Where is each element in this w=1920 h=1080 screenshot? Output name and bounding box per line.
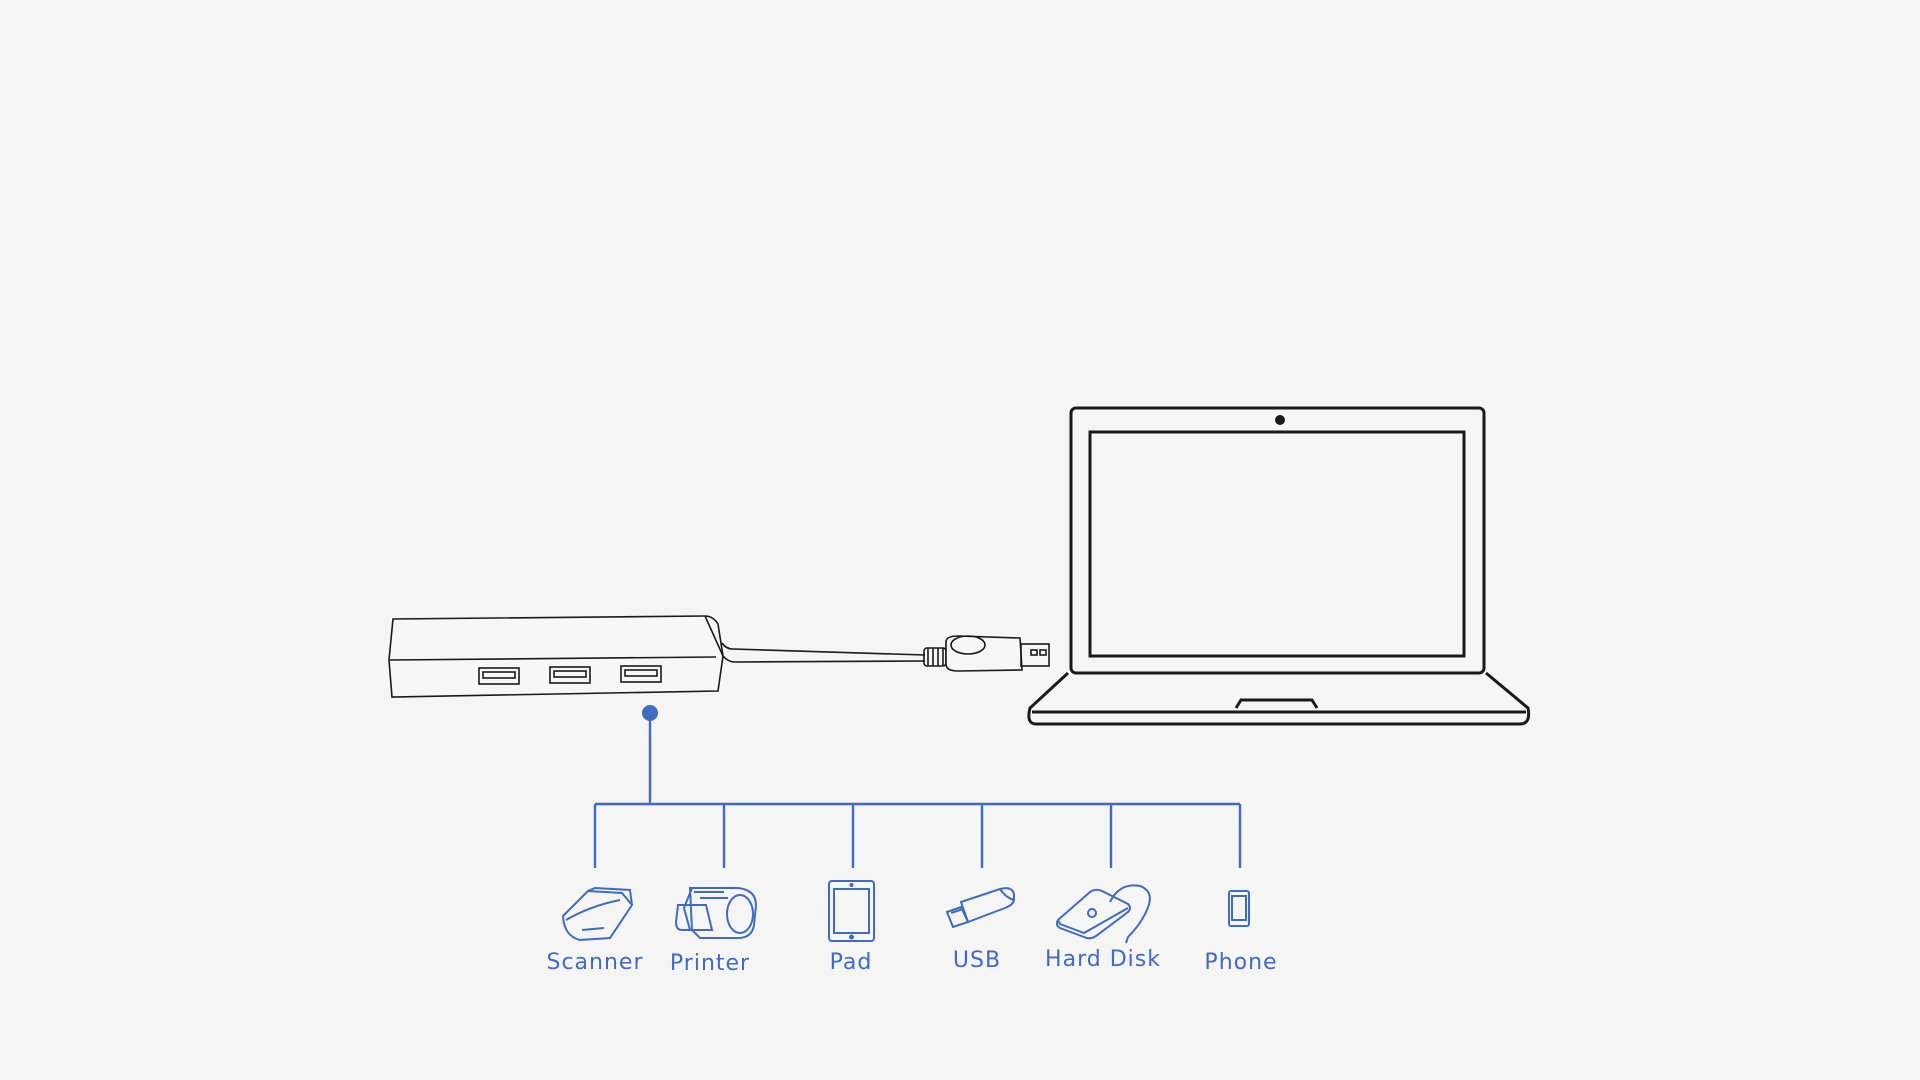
scanner-icon bbox=[561, 886, 634, 942]
tablet-icon bbox=[828, 880, 875, 942]
usb-hub-icon bbox=[388, 615, 724, 698]
connector-tree bbox=[593, 705, 1242, 868]
usb-a-plug-icon bbox=[721, 635, 1050, 672]
printer-icon bbox=[674, 887, 758, 939]
phone-icon bbox=[1228, 890, 1250, 927]
hub-port bbox=[478, 667, 520, 685]
device-label-pad: Pad bbox=[829, 950, 873, 975]
device-label-phone: Phone bbox=[1204, 950, 1278, 975]
device-label-scanner: Scanner bbox=[546, 950, 644, 975]
hub-port bbox=[549, 666, 591, 684]
hub-port bbox=[620, 665, 662, 683]
usb-drive-icon bbox=[945, 887, 1015, 929]
laptop-icon bbox=[1027, 406, 1531, 726]
device-label-usb: USB bbox=[952, 948, 1002, 973]
hard-disk-icon bbox=[1055, 884, 1151, 944]
device-label-hard-disk: Hard Disk bbox=[1045, 947, 1161, 972]
device-label-printer: Printer bbox=[669, 951, 751, 976]
